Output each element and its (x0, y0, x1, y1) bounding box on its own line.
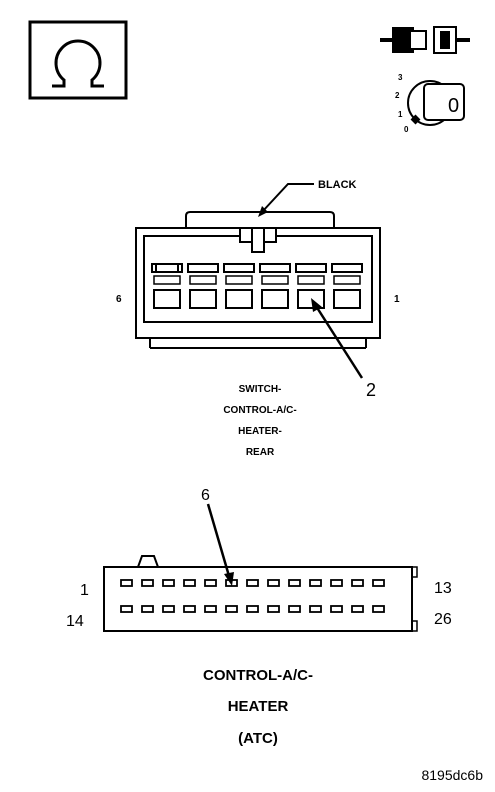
atc-pin-26 (372, 605, 385, 613)
ohmmeter-icon: Ω (0, 0, 128, 100)
connector-name-line-1: SWITCH- (239, 384, 282, 395)
cavity-4 (223, 263, 255, 309)
atc-name-line-1: CONTROL-A/C- (203, 667, 313, 684)
figure-id: 8195dc6b (421, 767, 483, 783)
atc-pin-23 (309, 605, 322, 613)
atc-pin-15 (141, 605, 154, 613)
atc-name-line-2: HEATER (228, 698, 289, 715)
atc-pin-4 (183, 579, 196, 587)
atc-pin-9 (288, 579, 301, 587)
atc-pin-22 (288, 605, 301, 613)
atc-pin-11 (330, 579, 343, 587)
atc-pin-12 (351, 579, 364, 587)
row1-left-label: 1 (80, 582, 89, 599)
atc-pin-21 (267, 605, 280, 613)
atc-pin-19 (225, 605, 238, 613)
callout-pin-2: 2 (366, 380, 376, 400)
atc-pin-10 (309, 579, 322, 587)
key-position-2: 2 (395, 91, 400, 100)
atc-pin-2 (141, 579, 154, 587)
atc-pin-7 (246, 579, 259, 587)
atc-pin-3 (162, 579, 175, 587)
ohm-symbol: Ω (0, 0, 12, 4)
atc-pin-17 (183, 605, 196, 613)
connector-disconnected-icon (380, 26, 470, 54)
callout-pin-6: 6 (201, 487, 210, 504)
cavity-2 (295, 263, 327, 309)
atc-control-connector: 6 1 13 14 26 CONTROL-A/C- HEATER (ATC) (66, 487, 452, 747)
pin-label-left: 6 (116, 294, 122, 305)
cavity-6 (151, 263, 183, 309)
key-label: 0 (448, 95, 459, 117)
atc-pin-20 (246, 605, 259, 613)
rear-switch-connector: BLACK 6 1 2 SWITCH- CONTROL-A/C- HEATER (116, 179, 400, 458)
cavity-3 (259, 263, 291, 309)
row1-right-label: 13 (434, 580, 452, 597)
key-position-0: 0 (404, 125, 409, 134)
row2-left-label: 14 (66, 613, 84, 630)
atc-pin-24 (330, 605, 343, 613)
atc-pin-14 (120, 605, 133, 613)
atc-pin-18 (204, 605, 217, 613)
connector-name-line-3: HEATER- (238, 426, 282, 437)
ignition-key-icon: 3 2 1 0 0 (395, 73, 465, 134)
atc-pin-25 (351, 605, 364, 613)
atc-pin-13 (372, 579, 385, 587)
rear-switch-cavities (151, 263, 363, 309)
atc-pin-6 (225, 579, 238, 587)
atc-name-line-3: (ATC) (238, 730, 278, 747)
atc-pin-8 (267, 579, 280, 587)
pin-label-right: 1 (394, 294, 400, 305)
connector-name-line-2: CONTROL-A/C- (223, 405, 296, 416)
connector-name-line-4: REAR (246, 447, 275, 458)
row2-right-label: 26 (434, 611, 452, 628)
cavity-5 (187, 263, 219, 309)
atc-pin-5 (204, 579, 217, 587)
atc-pin-grid (120, 579, 385, 613)
key-position-1: 1 (398, 110, 403, 119)
key-position-3: 3 (398, 73, 403, 82)
wire-color-label: BLACK (318, 179, 357, 191)
atc-pin-1 (120, 579, 133, 587)
cavity-1 (331, 263, 363, 309)
atc-pin-16 (162, 605, 175, 613)
